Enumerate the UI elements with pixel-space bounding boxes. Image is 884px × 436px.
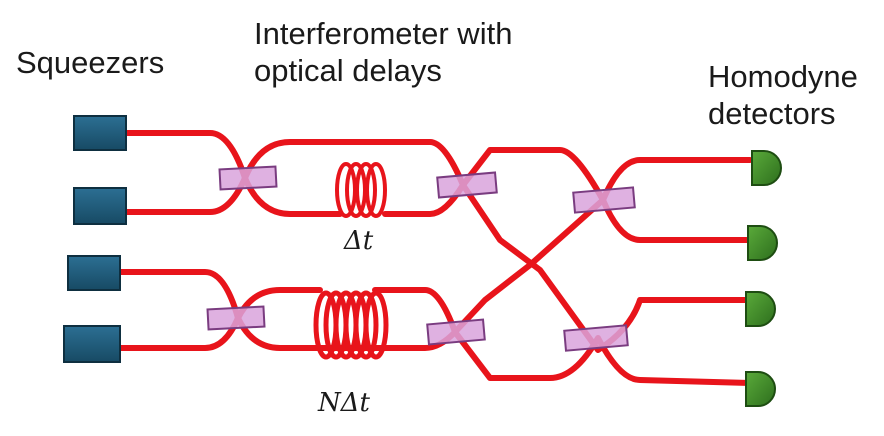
- homodyne-label-line1: Homodyne: [708, 59, 858, 94]
- squeezer-icon: [73, 115, 127, 151]
- beamsplitter-icon: [218, 165, 278, 191]
- waveguide-3b: [372, 197, 753, 335]
- beamsplitters: [206, 165, 636, 352]
- detectors: [745, 150, 782, 407]
- beamsplitter-icon: [206, 305, 266, 331]
- interferometer-label: Interferometer with optical delays: [254, 15, 512, 89]
- detector-icon: [745, 291, 776, 327]
- squeezers-label: Squeezers: [16, 45, 165, 80]
- beamsplitter-icon: [572, 186, 636, 214]
- squeezer-icon: [73, 187, 127, 225]
- homodyne-label: Homodyne detectors: [708, 58, 858, 132]
- waveguide-2b: [382, 182, 753, 353]
- beamsplitter-icon: [426, 318, 486, 346]
- delay-long-label: NΔt: [318, 388, 370, 418]
- squeezer-icon: [63, 325, 121, 363]
- detector-icon: [747, 225, 778, 261]
- delay-coil-icon: [335, 162, 387, 218]
- beamsplitter-icon: [563, 324, 629, 352]
- delay-short-label: Δt: [344, 226, 374, 256]
- beamsplitter-icon: [436, 171, 498, 199]
- interferometer-label-line1: Interferometer with: [254, 16, 513, 51]
- detector-icon: [745, 371, 776, 407]
- interferometer-label-line2: optical delays: [254, 53, 442, 88]
- delay-coil-long-icon: [313, 290, 389, 360]
- squeezers: [63, 115, 127, 363]
- homodyne-label-line2: detectors: [708, 96, 836, 131]
- waveguides: [117, 130, 753, 386]
- squeezer-icon: [67, 255, 121, 291]
- detector-icon: [751, 150, 782, 186]
